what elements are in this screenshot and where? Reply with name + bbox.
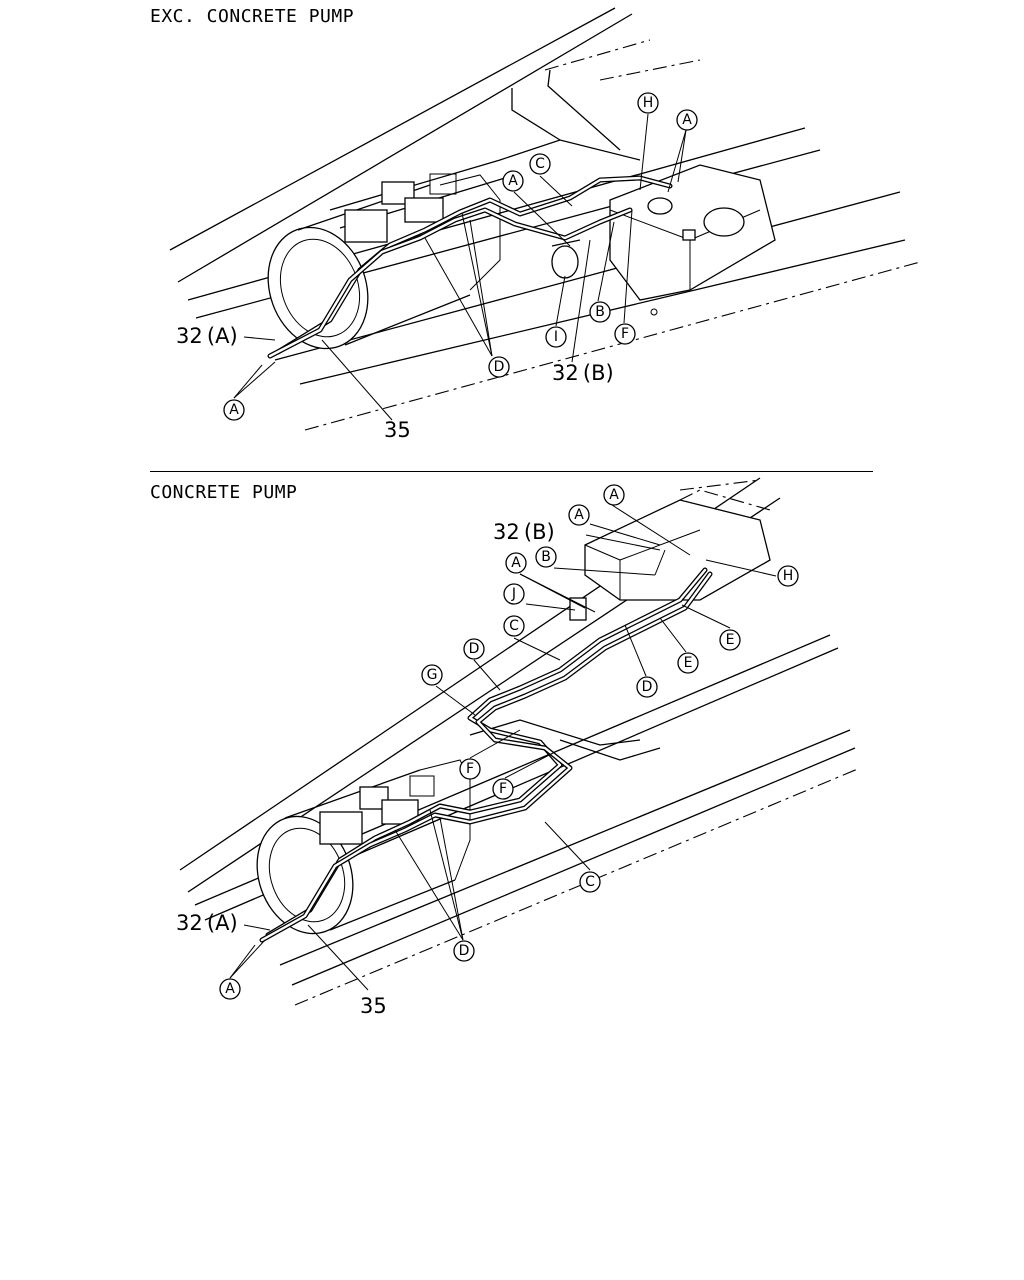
svg-text:F: F bbox=[499, 781, 507, 797]
svg-text:D: D bbox=[469, 641, 480, 657]
leader-lines bbox=[229, 504, 777, 991]
callout-b: B bbox=[589, 301, 611, 323]
fuel-tank bbox=[609, 164, 776, 316]
callout-d: D bbox=[636, 676, 658, 698]
part-label-35: 35 bbox=[384, 418, 411, 442]
svg-text:B: B bbox=[595, 304, 605, 320]
callouts-top: A D A C H A I B F bbox=[223, 92, 698, 421]
svg-text:F: F bbox=[621, 326, 629, 342]
part-label-32a: 32 (A) bbox=[176, 911, 238, 935]
part-label-35: 35 bbox=[360, 994, 387, 1018]
svg-text:C: C bbox=[535, 156, 545, 172]
svg-text:A: A bbox=[609, 487, 619, 503]
callout-h: H bbox=[637, 92, 659, 114]
svg-text:D: D bbox=[459, 943, 470, 959]
fuel-filter bbox=[551, 239, 581, 279]
filter-blocks bbox=[319, 775, 435, 845]
callouts-bottom: A A A B H J C E D E G D F F C D A bbox=[219, 484, 799, 1000]
svg-text:D: D bbox=[642, 679, 653, 695]
svg-text:G: G bbox=[427, 667, 438, 683]
section-title-concrete-pump: CONCRETE PUMP bbox=[150, 482, 298, 503]
filter-blocks bbox=[344, 173, 457, 243]
svg-text:A: A bbox=[229, 402, 239, 418]
svg-text:A: A bbox=[574, 507, 584, 523]
callout-j: J bbox=[503, 583, 525, 605]
svg-text:H: H bbox=[783, 568, 794, 584]
part-label-32b: 32 (B) bbox=[552, 361, 614, 385]
section-title-exc-concrete-pump: EXC. CONCRETE PUMP bbox=[150, 6, 355, 27]
svg-text:F: F bbox=[466, 761, 474, 777]
callout-d: D bbox=[453, 940, 475, 962]
callout-d: D bbox=[463, 638, 485, 660]
part-label-32a: 32 (A) bbox=[176, 324, 238, 348]
fuel-pipes bbox=[259, 549, 713, 943]
callout-a: A bbox=[505, 552, 527, 574]
svg-text:D: D bbox=[494, 359, 505, 375]
callout-i: I bbox=[545, 326, 567, 348]
svg-text:A: A bbox=[682, 112, 692, 128]
callout-c: C bbox=[503, 615, 525, 637]
callout-e: E bbox=[677, 652, 699, 674]
callout-h: H bbox=[777, 565, 799, 587]
callout-c: C bbox=[529, 153, 551, 175]
section-divider bbox=[150, 471, 873, 472]
svg-text:E: E bbox=[684, 655, 693, 671]
svg-text:A: A bbox=[508, 173, 518, 189]
callout-a: A bbox=[603, 484, 625, 506]
callout-d: D bbox=[488, 356, 510, 378]
svg-text:C: C bbox=[509, 618, 519, 634]
fuel-tank bbox=[584, 489, 771, 601]
svg-text:C: C bbox=[585, 874, 595, 890]
callout-a: A bbox=[676, 109, 698, 131]
svg-text:H: H bbox=[643, 95, 654, 111]
svg-text:J: J bbox=[511, 586, 516, 602]
callout-e: E bbox=[719, 629, 741, 651]
callout-a: A bbox=[219, 978, 241, 1000]
svg-text:B: B bbox=[541, 549, 551, 565]
svg-text:A: A bbox=[225, 981, 235, 997]
callout-a: A bbox=[223, 399, 245, 421]
svg-text:A: A bbox=[511, 555, 521, 571]
svg-text:E: E bbox=[726, 632, 735, 648]
callout-a: A bbox=[568, 504, 590, 526]
callout-b: B bbox=[535, 546, 557, 568]
callout-a: A bbox=[502, 170, 524, 192]
callout-g: G bbox=[421, 664, 443, 686]
figure-exc-concrete-pump: A D A C H A I B F 32 (A) 32 (B) 35 bbox=[169, 7, 921, 442]
leader-lines bbox=[233, 113, 687, 421]
callout-f: F bbox=[492, 778, 514, 800]
fuel-pipes bbox=[267, 175, 673, 359]
part-label-32b: 32 (B) bbox=[493, 520, 555, 544]
callout-c: C bbox=[579, 871, 601, 893]
callout-f: F bbox=[614, 323, 636, 345]
svg-text:I: I bbox=[554, 329, 558, 345]
callout-f: F bbox=[459, 758, 481, 780]
